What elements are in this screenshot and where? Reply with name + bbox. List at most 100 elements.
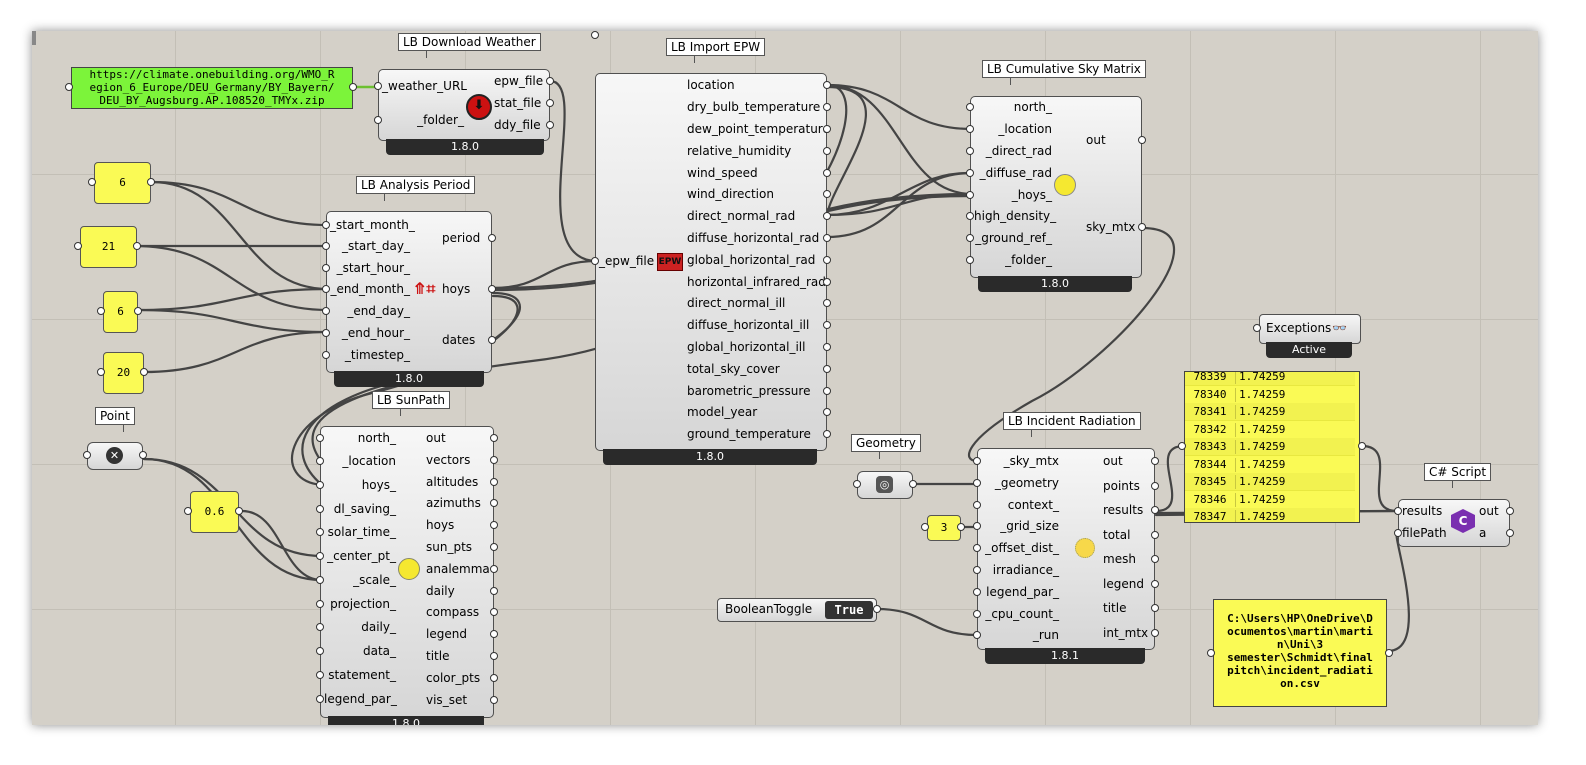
sunpath-component-output-title[interactable]: title bbox=[426, 649, 450, 663]
input-grip[interactable] bbox=[1253, 324, 1261, 332]
analysis-period-component-output-hoys[interactable]: hoys bbox=[442, 282, 471, 296]
input-grip[interactable] bbox=[316, 695, 324, 703]
sky-matrix-component-input-north[interactable]: north_ bbox=[1013, 100, 1052, 114]
output-grip[interactable] bbox=[823, 408, 831, 416]
incident-radiation-component[interactable] bbox=[977, 448, 1155, 650]
analysis-period-component-input-startday[interactable]: _start_day_ bbox=[341, 239, 410, 253]
output-grip[interactable] bbox=[490, 478, 498, 486]
sky-matrix-component-output-out[interactable]: out bbox=[1086, 133, 1106, 147]
output-grip[interactable] bbox=[490, 543, 498, 551]
output-grip[interactable] bbox=[1151, 531, 1159, 539]
output-grip[interactable] bbox=[823, 190, 831, 198]
input-grip[interactable] bbox=[374, 116, 382, 124]
output-grip[interactable] bbox=[823, 103, 831, 111]
input-grip[interactable] bbox=[65, 83, 73, 91]
sky-matrix-component-input-directrad[interactable]: _direct_rad bbox=[985, 144, 1052, 158]
import-epw-component-output-directnormalill[interactable]: direct_normal_ill bbox=[687, 296, 786, 310]
sunpath-component-input-hoys[interactable]: hoys_ bbox=[361, 478, 396, 492]
import-epw-component-output-modelyear[interactable]: model_year bbox=[687, 405, 758, 419]
import-epw-component-output-globalhorizontalill[interactable]: global_horizontal_ill bbox=[687, 340, 806, 354]
output-grip[interactable] bbox=[490, 521, 498, 529]
incident-radiation-component-output-intmtx[interactable]: int_mtx bbox=[1103, 626, 1149, 640]
import-epw-component-output-relativehumidity[interactable]: relative_humidity bbox=[687, 144, 792, 158]
output-grip[interactable] bbox=[490, 587, 498, 595]
analysis-period-component[interactable] bbox=[326, 211, 492, 373]
output-grip[interactable] bbox=[147, 178, 155, 186]
input-grip[interactable] bbox=[966, 256, 974, 264]
import-epw-component-output-winddirection[interactable]: wind_direction bbox=[687, 187, 774, 201]
analysis-period-component-input-endhour[interactable]: _end_hour_ bbox=[341, 326, 410, 340]
output-grip[interactable] bbox=[823, 365, 831, 373]
analysis-period-component-input-startmonth[interactable]: _start_month_ bbox=[330, 218, 415, 232]
incident-radiation-component-output-results[interactable]: results bbox=[1103, 503, 1144, 517]
incident-radiation-component-output-total[interactable]: total bbox=[1103, 528, 1131, 542]
output-grip[interactable] bbox=[134, 307, 142, 315]
incident-radiation-component-input-gridsize[interactable]: _grid_size bbox=[1000, 519, 1059, 533]
input-grip[interactable] bbox=[921, 523, 929, 531]
analysis-period-component-output-period[interactable]: period bbox=[442, 231, 481, 245]
point-param[interactable]: ✕ bbox=[87, 442, 143, 470]
input-grip[interactable] bbox=[966, 125, 974, 133]
input-grip[interactable] bbox=[316, 528, 324, 536]
input-grip[interactable] bbox=[74, 242, 82, 250]
output-grip[interactable] bbox=[823, 321, 831, 329]
input-grip[interactable] bbox=[973, 566, 981, 574]
input-grip[interactable] bbox=[1394, 529, 1402, 537]
download-weather-component[interactable] bbox=[378, 69, 550, 141]
output-grip[interactable] bbox=[1506, 529, 1514, 537]
output-grip[interactable] bbox=[490, 456, 498, 464]
output-grip[interactable] bbox=[1385, 649, 1393, 657]
input-grip[interactable] bbox=[966, 234, 974, 242]
import-epw-component[interactable] bbox=[595, 73, 827, 451]
sunpath-component-output-colorpts[interactable]: color_pts bbox=[426, 671, 481, 685]
incident-radiation-component-output-legend[interactable]: legend bbox=[1103, 577, 1144, 591]
incident-radiation-component-input-context[interactable]: context_ bbox=[1007, 498, 1059, 512]
sunpath-component-output-out[interactable]: out bbox=[426, 431, 446, 445]
sunpath-component-output-altitudes[interactable]: altitudes bbox=[426, 475, 479, 489]
incident-radiation-component-output-out[interactable]: out bbox=[1103, 454, 1123, 468]
sunpath-component-input-data[interactable]: data_ bbox=[362, 644, 396, 658]
input-grip[interactable] bbox=[316, 623, 324, 631]
input-grip[interactable] bbox=[374, 82, 382, 90]
input-grip[interactable] bbox=[97, 368, 105, 376]
output-grip[interactable] bbox=[139, 451, 147, 459]
sunpath-component-input-location[interactable]: _location bbox=[342, 454, 396, 468]
sunpath-component-input-legendpar[interactable]: legend_par_ bbox=[324, 692, 397, 706]
output-grip[interactable] bbox=[823, 169, 831, 177]
input-grip[interactable] bbox=[316, 671, 324, 679]
output-grip[interactable] bbox=[823, 234, 831, 242]
output-grip[interactable] bbox=[490, 696, 498, 704]
import-epw-component-output-diffusehorizontalill[interactable]: diffuse_horizontal_ill bbox=[687, 318, 810, 332]
input-grip[interactable] bbox=[966, 103, 974, 111]
slider-scale[interactable]: 0.6 bbox=[190, 491, 239, 533]
analysis-period-component-output-dates[interactable]: dates bbox=[442, 333, 476, 347]
exceptions-component[interactable]: Exceptions👓 bbox=[1259, 314, 1361, 344]
input-grip[interactable] bbox=[322, 264, 330, 272]
geometry-param[interactable]: ◎ bbox=[857, 471, 913, 499]
output-grip[interactable] bbox=[546, 77, 554, 85]
input-grip[interactable] bbox=[316, 552, 324, 560]
output-grip[interactable] bbox=[488, 285, 496, 293]
input-grip[interactable] bbox=[1394, 507, 1402, 515]
input-grip[interactable] bbox=[316, 457, 324, 465]
input-grip[interactable] bbox=[88, 178, 96, 186]
import-epw-component-output-globalhorizontalrad[interactable]: global_horizontal_rad bbox=[687, 253, 816, 267]
input-grip[interactable] bbox=[966, 191, 974, 199]
output-grip[interactable] bbox=[909, 480, 917, 488]
sunpath-component-input-projection[interactable]: projection_ bbox=[330, 597, 396, 611]
sunpath-component-output-legend[interactable]: legend bbox=[426, 627, 467, 641]
input-grip[interactable] bbox=[322, 329, 330, 337]
input-grip[interactable] bbox=[973, 631, 981, 639]
import-epw-component-output-barometricpressure[interactable]: barometric_pressure bbox=[687, 384, 811, 398]
analysis-period-component-input-starthour[interactable]: _start_hour_ bbox=[336, 261, 410, 275]
output-grip[interactable] bbox=[1151, 555, 1159, 563]
output-grip[interactable] bbox=[823, 343, 831, 351]
output-grip[interactable] bbox=[490, 652, 498, 660]
output-grip[interactable] bbox=[823, 299, 831, 307]
input-grip[interactable] bbox=[973, 457, 981, 465]
import-epw-input-epwfile[interactable]: _epw_file bbox=[599, 254, 655, 268]
output-grip[interactable] bbox=[823, 387, 831, 395]
